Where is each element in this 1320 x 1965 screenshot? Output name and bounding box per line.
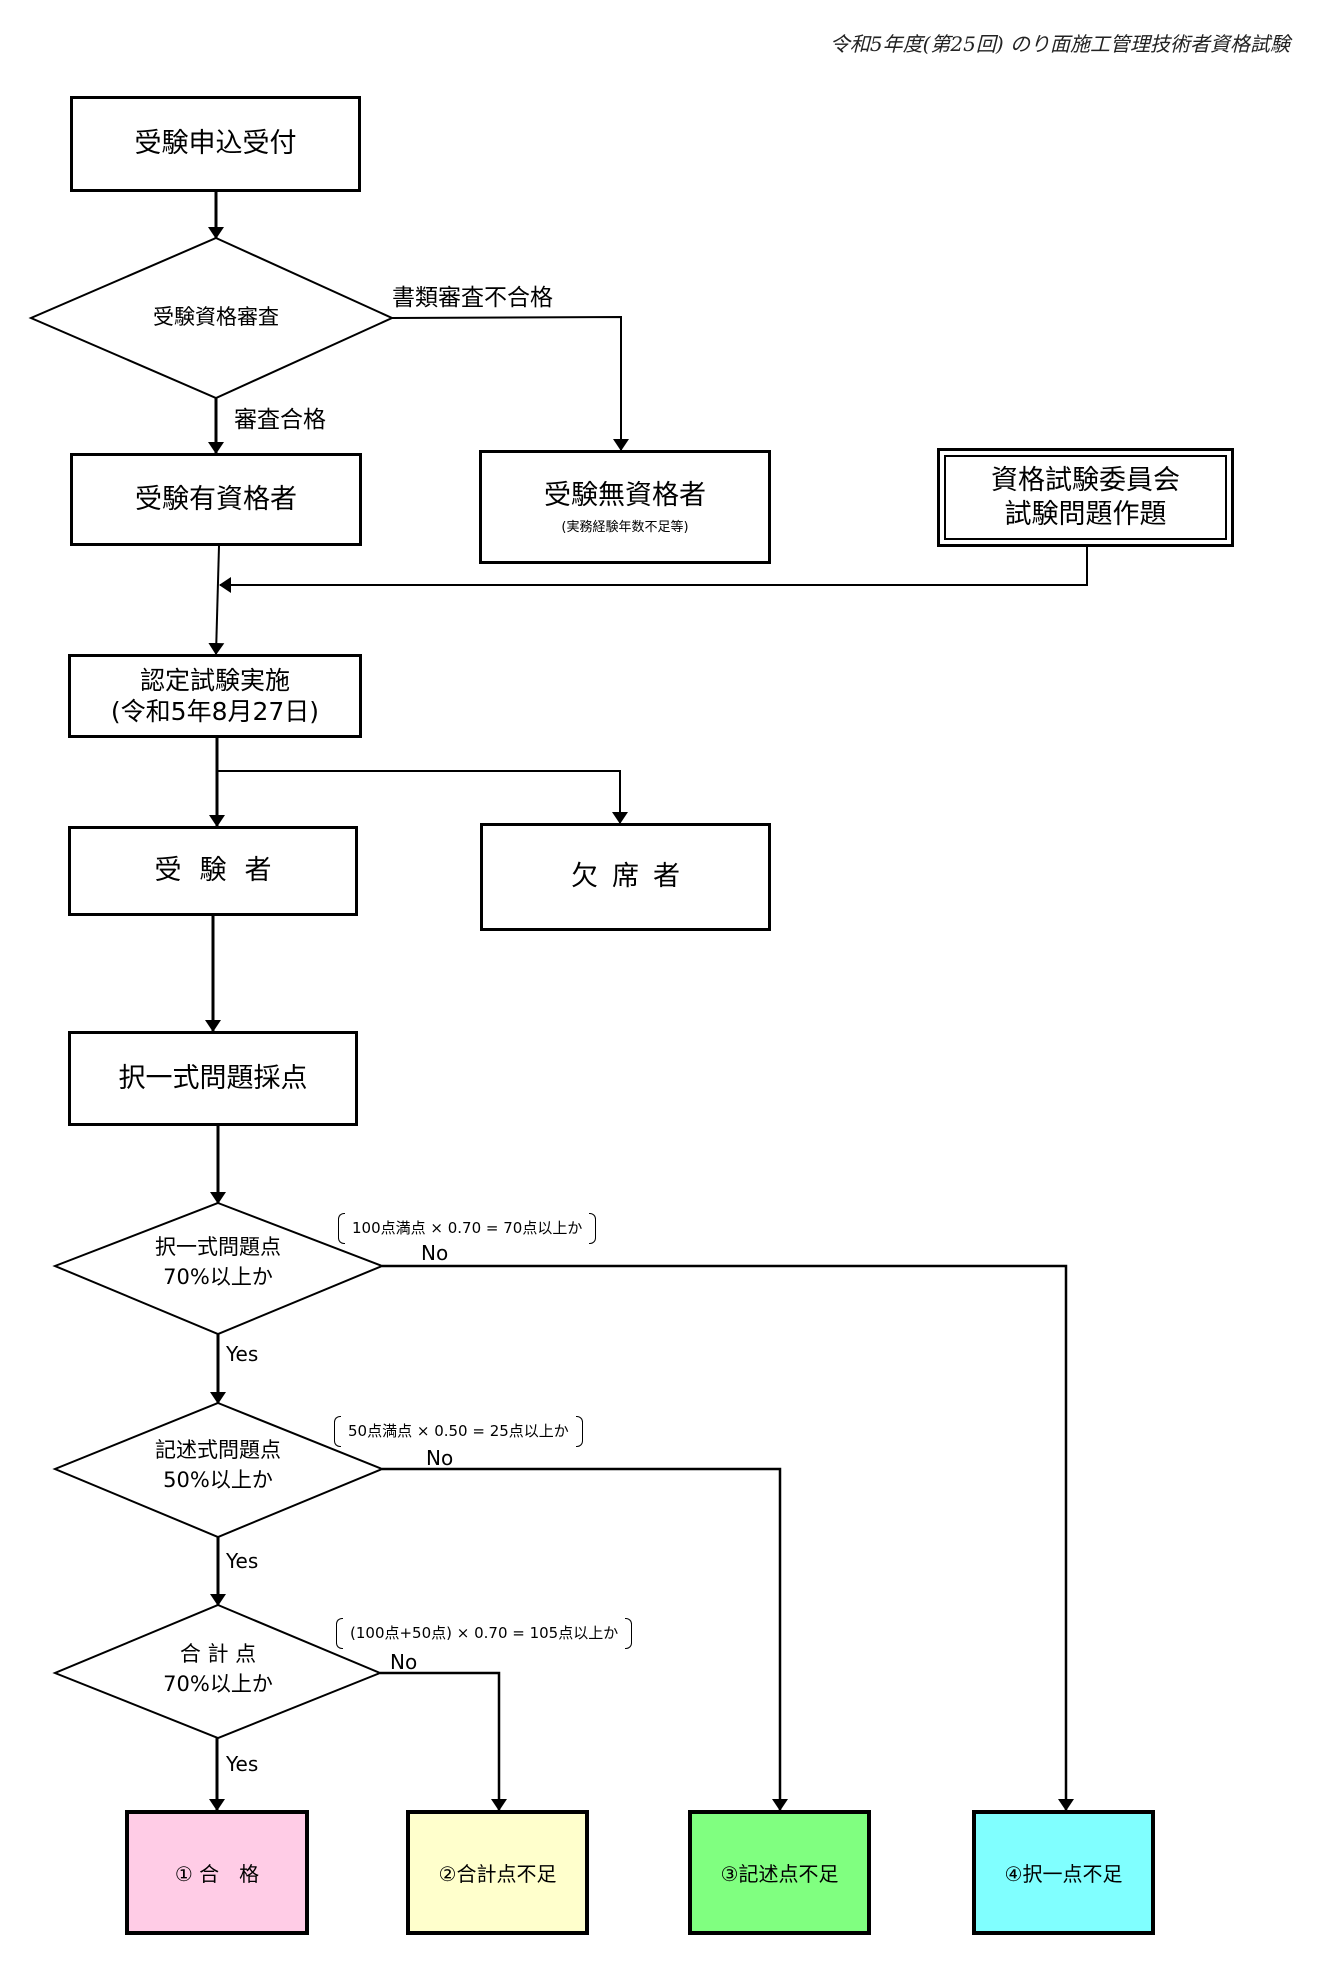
q3-line1: 合 計 点 [179,1642,257,1666]
q2-text: 記述式問題点 50%以上か [118,1435,318,1496]
edge-eligible-exam [208,545,225,655]
q3-yes-label: Yes [226,1752,259,1776]
node-committee-line2: 試験問題作題 [1004,498,1167,530]
result-mc-short-label: ④択一点不足 [1004,1862,1123,1886]
edge-review-fail [391,315,629,451]
edge-review-pass-label: 審査合格 [234,407,326,433]
result-total-short-label: ②合計点不足 [438,1862,557,1886]
result-pass: ① 合 格 [125,1810,309,1935]
node-mc-scoring: 択一式問題採点 [68,1031,358,1126]
q2-note: 50点満点 × 0.50 = 25点以上か [334,1416,583,1447]
node-committee-line1: 資格試験委員会 [991,464,1180,496]
q2-no-label: No [426,1446,454,1470]
q2-line1: 記述式問題点 [155,1438,281,1462]
node-absentees-label: 欠席者 [571,861,694,893]
edge-committee-exam [219,547,1088,593]
q2-yes-label: Yes [226,1549,259,1573]
result-pass-label: ① 合 格 [174,1862,260,1886]
node-ineligible-note: (実務経験年数不足等) [561,520,689,536]
node-ineligible-label: 受験無資格者 [544,479,706,511]
q3-note: (100点+50点) × 0.70 = 105点以上か [336,1618,633,1649]
node-qualification-review-label: 受験資格審査 [153,305,279,329]
q1-text: 択一式問題点 70%以上か [118,1232,318,1293]
node-exam: 認定試験実施 (令和5年8月27日) [68,654,362,738]
edge-exam-absentees [217,770,628,824]
node-exam-line2: (令和5年8月27日) [110,697,320,726]
node-ineligible: 受験無資格者 (実務経験年数不足等) [479,450,771,564]
q3-text: 合 計 点 70%以上か [118,1639,318,1700]
node-eligible: 受験有資格者 [70,453,362,546]
node-committee: 資格試験委員会 試験問題作題 [937,448,1234,547]
node-mc-scoring-label: 択一式問題採点 [118,1062,308,1094]
node-absentees: 欠席者 [480,823,771,931]
edge-q3-no [380,1671,507,1811]
node-application: 受験申込受付 [70,96,361,192]
result-mc-short: ④択一点不足 [972,1810,1155,1935]
edge-review-fail-label: 書類審査不合格 [392,285,553,311]
node-eligible-label: 受験有資格者 [135,483,297,515]
result-written-short-label: ③記述点不足 [720,1862,839,1886]
q2-line2: 50%以上か [163,1468,273,1493]
node-examinees-label: 受験者 [154,855,290,887]
node-application-label: 受験申込受付 [134,128,297,160]
q1-line1: 択一式問題点 [155,1235,281,1259]
result-written-short: ③記述点不足 [688,1810,871,1935]
node-examinees: 受験者 [68,826,358,916]
edge-q1-no [382,1264,1074,1811]
result-total-short: ②合計点不足 [406,1810,589,1935]
q1-yes-label: Yes [226,1342,259,1366]
q1-no-label: No [421,1241,449,1265]
q3-line2: 70%以上か [163,1672,273,1697]
document-header: 令和5年度(第25回) のり面施工管理技術者資格試験 [829,32,1290,56]
q1-note: 100点満点 × 0.70 = 70点以上か [338,1213,597,1244]
q1-line2: 70%以上か [163,1265,273,1290]
node-exam-line1: 認定試験実施 [139,665,290,695]
edge-q2-no [382,1467,788,1811]
q3-no-label: No [390,1650,418,1674]
